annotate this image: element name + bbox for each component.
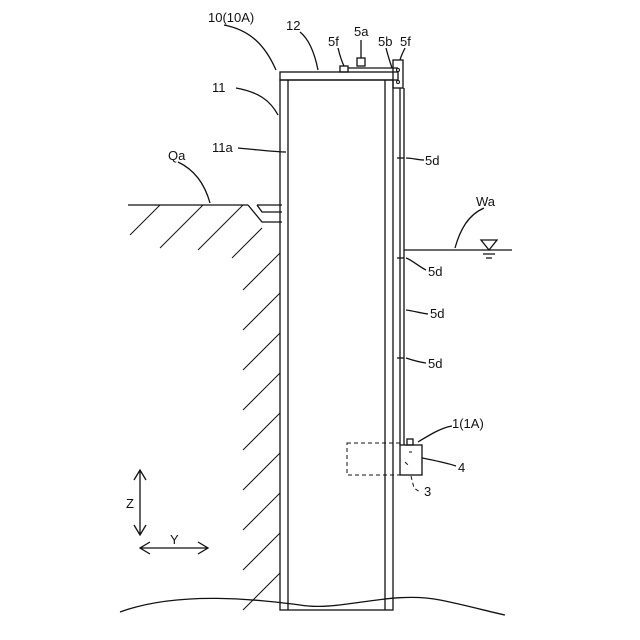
top-device-5f-left [340, 66, 348, 72]
bracket-bolt-1 [397, 69, 400, 72]
label-unit: 1(1A) [452, 416, 484, 431]
leader-11 [236, 88, 278, 115]
seabed-curve [120, 597, 505, 615]
leader-4 [422, 458, 456, 466]
label-5a: 5a [354, 24, 369, 39]
bracket-bolt-2 [397, 81, 400, 84]
axis-z-arrow [134, 470, 146, 535]
label-axis-y: Y [170, 532, 179, 547]
unit-inner-mark [405, 452, 412, 467]
leader-5d-2 [406, 258, 426, 270]
leader-5d-3 [406, 310, 428, 314]
label-unit-inner: 3 [424, 484, 431, 499]
label-5f-left: 5f [328, 34, 339, 49]
leader-5f-left [338, 48, 344, 66]
leader-5d-1 [406, 158, 424, 160]
label-5d-1: 5d [425, 153, 439, 168]
label-axis-z: Z [126, 496, 134, 511]
wall-body [280, 80, 393, 610]
label-structure: 10(10A) [208, 10, 254, 25]
label-5d-4: 5d [428, 356, 442, 371]
leader-12 [300, 32, 318, 70]
leader-5d-4 [406, 358, 426, 363]
cap-beam [280, 72, 398, 80]
unit-dashed-outline [347, 443, 400, 475]
leader-wa [455, 208, 484, 248]
label-5d-3: 5d [430, 306, 444, 321]
leader-5b [386, 48, 392, 68]
top-device-5a [357, 58, 365, 66]
unit-top [407, 439, 413, 445]
water-level-symbol [481, 240, 497, 258]
leader-11a [238, 148, 286, 152]
label-water: Wa [476, 194, 496, 209]
unit-3-leader [411, 476, 420, 492]
leader-qa [178, 162, 210, 203]
leader-5f-right [400, 48, 405, 60]
label-wall: 11 [212, 80, 226, 95]
leader-10 [224, 25, 276, 70]
wall-notch [248, 205, 282, 222]
leader-unit [418, 426, 452, 442]
label-unit-box: 4 [458, 460, 465, 475]
label-ground: Qa [168, 148, 186, 163]
label-5d-2: 5d [428, 264, 442, 279]
label-5b: 5b [378, 34, 392, 49]
label-wall-face: 11a [212, 140, 233, 155]
label-5f-right: 5f [400, 34, 411, 49]
label-cap: 12 [286, 18, 300, 33]
unit-box [400, 445, 422, 475]
